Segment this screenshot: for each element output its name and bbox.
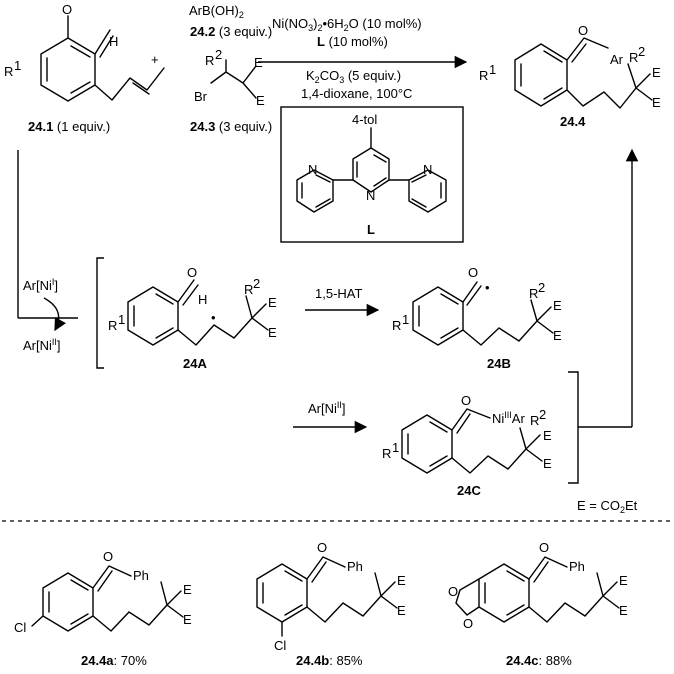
boronic-acid-formula: ArB(OH)2 [189, 3, 244, 20]
compound-label-24-4: 24.4 [560, 114, 586, 129]
hat-step-label: 1,5-HAT [315, 286, 362, 301]
svg-text:E: E [543, 428, 552, 443]
nickel-ii-reagent: Ar[NiII] [308, 400, 346, 416]
nickel-iii-aryl: NiIIIAr [492, 410, 525, 426]
svg-text:1: 1 [392, 440, 399, 455]
nickel-ii-species: Ar[NiII] [23, 337, 61, 353]
svg-text:2: 2 [215, 47, 222, 62]
svg-text:•: • [485, 280, 490, 295]
aldehyde-24-1-structure: O H R 1 [4, 2, 165, 102]
example-24-4a-label: 24.4a: 70% [81, 653, 147, 668]
svg-text:N: N [308, 162, 317, 177]
svg-text:Cl: Cl [14, 620, 26, 635]
svg-text:E: E [268, 295, 277, 310]
compound-label-24-1: 24.1 (1 equiv.) [28, 119, 110, 134]
example-24-4a-structure: O Ph E E Cl [14, 549, 192, 635]
svg-text:E: E [397, 573, 406, 588]
ester-definition: E = CO2Et [577, 498, 638, 515]
svg-text:•: • [211, 310, 216, 325]
svg-text:1: 1 [489, 62, 496, 77]
svg-text:O: O [463, 616, 473, 631]
svg-text:E: E [183, 612, 192, 627]
svg-text:1: 1 [402, 312, 409, 327]
compound-label-24-2: 24.2 (3 equiv.) [190, 24, 272, 39]
radical-intermediate-24a-structure: O H • R 1 R 2 E E [108, 265, 277, 346]
svg-text:R: R [479, 68, 488, 83]
left-bracket [96, 257, 104, 369]
svg-text:O: O [317, 540, 327, 555]
svg-text:O: O [187, 265, 197, 280]
svg-text:R: R [529, 286, 538, 301]
svg-text:Ph: Ph [569, 559, 585, 574]
svg-text:Br: Br [194, 89, 208, 104]
svg-text:E: E [268, 325, 277, 340]
svg-text:E: E [397, 603, 406, 618]
svg-text:N: N [423, 162, 432, 177]
svg-text:E: E [619, 573, 628, 588]
svg-text:R: R [530, 413, 539, 428]
catalyst-condition: Ni(NO3)2•6H2O (10 mol%) [272, 16, 422, 33]
r-group-index: 1 [14, 58, 21, 73]
svg-text:E: E [543, 456, 552, 471]
solvent-condition: 1,4-dioxane, 100°C [301, 86, 412, 101]
svg-text:R: R [629, 50, 638, 65]
svg-text:4-tol: 4-tol [352, 112, 377, 127]
svg-text:2: 2 [539, 407, 546, 422]
svg-text:E: E [652, 95, 661, 110]
oxygen-atom: O [62, 2, 72, 17]
ligand-condition: L (10 mol%) [317, 34, 388, 49]
r-group: R [4, 64, 13, 79]
hydrogen-atom: H [109, 34, 118, 49]
compound-label-24a: 24A [183, 356, 207, 371]
compound-label-24b: 24B [487, 356, 511, 371]
nickel-i-species: Ar[NiI] [23, 277, 58, 293]
svg-text:R: R [244, 282, 253, 297]
svg-text:O: O [468, 265, 478, 280]
acyl-radical-24b-structure: O • R 1 R 2 E E [392, 265, 562, 346]
svg-text:Cl: Cl [274, 638, 286, 653]
ligand-box [280, 106, 464, 243]
svg-text:O: O [461, 393, 471, 408]
svg-text:R: R [108, 318, 117, 333]
example-24-4b-label: 24.4b: 85% [296, 653, 363, 668]
acyl-nickel-24c-structure: O NiIIIAr R 2 R 1 E E [382, 393, 552, 474]
svg-text:R: R [392, 318, 401, 333]
svg-text:O: O [539, 540, 549, 555]
svg-text:N: N [366, 188, 375, 203]
svg-text:E: E [553, 298, 562, 313]
svg-text:R: R [382, 446, 391, 461]
svg-text:Ar: Ar [610, 52, 624, 67]
example-24-4b-structure: O Ph E E Cl [256, 540, 406, 653]
svg-text:E: E [619, 603, 628, 618]
base-condition: K2CO3 (5 equiv.) [306, 68, 401, 85]
compound-label-24c: 24C [457, 483, 481, 498]
ligand-label: L [367, 222, 375, 237]
svg-text:1: 1 [118, 312, 125, 327]
svg-text:O: O [448, 584, 458, 599]
svg-text:2: 2 [253, 276, 260, 291]
svg-text:E: E [256, 93, 265, 108]
svg-text:H: H [198, 292, 207, 307]
svg-text:O: O [578, 23, 588, 38]
example-24-4c-label: 24.4c: 88% [506, 653, 572, 668]
svg-text:2: 2 [538, 280, 545, 295]
svg-text:R: R [205, 53, 214, 68]
nickel-oxidation-curved-arrow [43, 297, 66, 332]
plus-sign: + [151, 52, 159, 67]
right-bracket [568, 371, 579, 484]
svg-text:E: E [652, 65, 661, 80]
example-24-4c-structure: O Ph E E O O [448, 540, 628, 631]
svg-text:O: O [103, 549, 113, 564]
svg-text:E: E [183, 582, 192, 597]
svg-text:Ph: Ph [347, 559, 363, 574]
compound-label-24-3: 24.3 (3 equiv.) [190, 119, 272, 134]
ketone-product-24-4-structure: O Ar R 1 R 2 E E [479, 23, 661, 110]
svg-text:Ph: Ph [133, 568, 149, 583]
terpyridine-ligand-structure: 4-tol N N N [296, 112, 447, 213]
svg-text:2: 2 [638, 44, 645, 59]
bromomalonate-24-3-structure: R 2 E E Br [194, 47, 265, 108]
svg-text:E: E [553, 328, 562, 343]
